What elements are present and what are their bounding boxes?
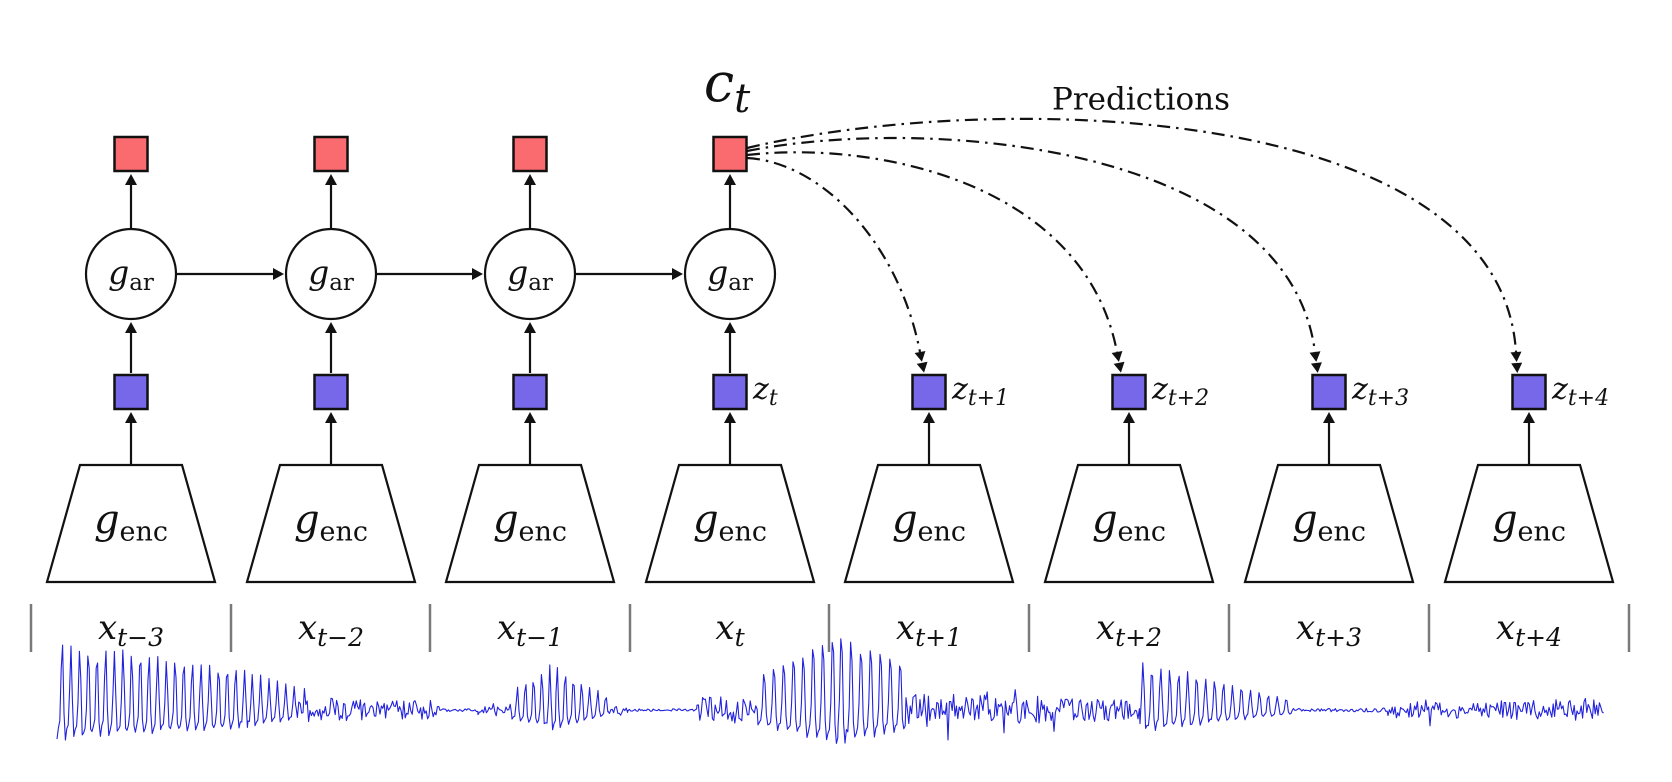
encoder-trapezoid <box>843 463 1015 584</box>
encoder-trapezoid <box>1443 463 1615 584</box>
prediction-arrow-t1 <box>746 156 928 373</box>
encoder-label: genc <box>891 497 967 548</box>
encoder-trapezoid <box>1043 463 1215 584</box>
x-label-t4: xt+4 <box>1495 608 1563 652</box>
encoder-trapezoids <box>45 463 1615 584</box>
ar-label: gar <box>707 252 753 296</box>
ar-circle <box>683 227 777 321</box>
context-square <box>712 135 748 173</box>
ar-circles <box>84 227 777 321</box>
encoder-label: genc <box>1091 497 1167 548</box>
context-squares <box>113 135 748 173</box>
x-label-t3: xt+3 <box>1295 608 1363 652</box>
encoder-label: genc <box>1491 497 1567 548</box>
ar-label: gar <box>108 252 154 296</box>
ar-label: gar <box>507 252 553 296</box>
x-label-t: xt <box>715 608 745 652</box>
latent-square <box>1111 373 1147 411</box>
context-square <box>313 135 349 173</box>
flow-arrows <box>125 174 1535 464</box>
latent-square <box>1311 373 1347 411</box>
prediction-arrows <box>746 117 1523 373</box>
encoder-trapezoid <box>245 463 417 584</box>
context-vector-label: ct <box>703 51 751 123</box>
x-label-t2: xt+2 <box>1095 608 1163 652</box>
encoder-label: genc <box>293 497 369 548</box>
x-label-t-1: xt−1 <box>496 608 564 652</box>
prediction-arrow-t2 <box>746 151 1125 373</box>
z-label-t: zt <box>753 372 778 412</box>
encoder-label: genc <box>692 497 768 548</box>
latent-square <box>712 373 748 411</box>
latent-square <box>911 373 947 411</box>
context-square <box>113 135 149 173</box>
encoder-label: genc <box>1291 497 1367 548</box>
prediction-arrow-t4 <box>746 117 1523 373</box>
prediction-arrow-t3 <box>746 136 1322 373</box>
latent-squares <box>113 373 1547 411</box>
encoder-trapezoid <box>45 463 217 584</box>
z-label-t2: zt+2 <box>1152 372 1210 412</box>
ar-circle <box>483 227 577 321</box>
ar-label: gar <box>308 252 354 296</box>
x-label-t-3: xt−3 <box>97 608 165 652</box>
latent-square <box>313 373 349 411</box>
context-square <box>512 135 548 173</box>
latent-square <box>113 373 149 411</box>
audio-waveform <box>56 638 1604 744</box>
segment-ticks <box>29 604 1631 652</box>
encoder-trapezoid <box>1243 463 1415 584</box>
encoder-trapezoid <box>444 463 616 584</box>
latent-square <box>1511 373 1547 411</box>
ar-circle <box>284 227 378 321</box>
encoder-trapezoid <box>644 463 816 584</box>
z-label-t1: zt+1 <box>952 372 1010 412</box>
z-label-t4: zt+4 <box>1552 372 1610 412</box>
encoder-label: genc <box>93 497 169 548</box>
x-label-t1: xt+1 <box>895 608 963 652</box>
x-label-t-2: xt−2 <box>297 608 365 652</box>
predictions-label: Predictions <box>1051 81 1231 118</box>
latent-square <box>512 373 548 411</box>
z-label-t3: zt+3 <box>1352 372 1410 412</box>
encoder-label: genc <box>492 497 568 548</box>
ar-circle <box>84 227 178 321</box>
